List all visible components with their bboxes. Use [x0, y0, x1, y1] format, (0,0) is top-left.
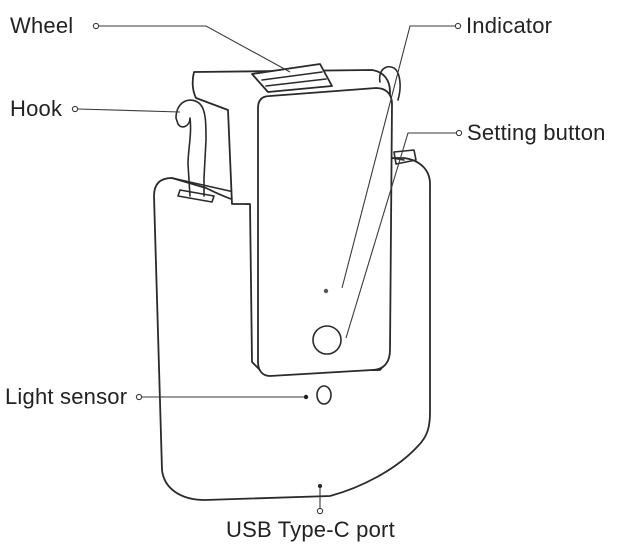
hook-base	[177, 189, 215, 203]
hook-label: Hook	[10, 96, 63, 121]
wheel-groove	[261, 71, 327, 87]
indicator-leader	[341, 22, 462, 289]
indicator-label: Indicator	[466, 13, 553, 38]
panel-round-button	[312, 325, 342, 355]
usb-port	[318, 484, 322, 488]
hook-leader	[71, 105, 181, 113]
body-top-edge	[171, 157, 405, 193]
light-sensor	[316, 385, 332, 405]
right-clip	[378, 66, 401, 101]
usb-port-label: USB Type-C port	[226, 517, 395, 542]
front-panel	[257, 87, 393, 377]
wheel-leader	[92, 22, 291, 73]
usb-port-leader	[316, 488, 324, 515]
hook	[175, 99, 207, 197]
setting-button-leader	[345, 129, 463, 339]
wheel-label: Wheel	[10, 13, 74, 38]
indicator-led	[323, 288, 329, 294]
setting-button-slot	[393, 149, 417, 165]
light-sensor-label: Light sensor	[5, 384, 128, 409]
wheel	[251, 63, 333, 93]
setting-button-label: Setting button	[467, 120, 606, 145]
light-sensor-leader	[135, 393, 309, 401]
